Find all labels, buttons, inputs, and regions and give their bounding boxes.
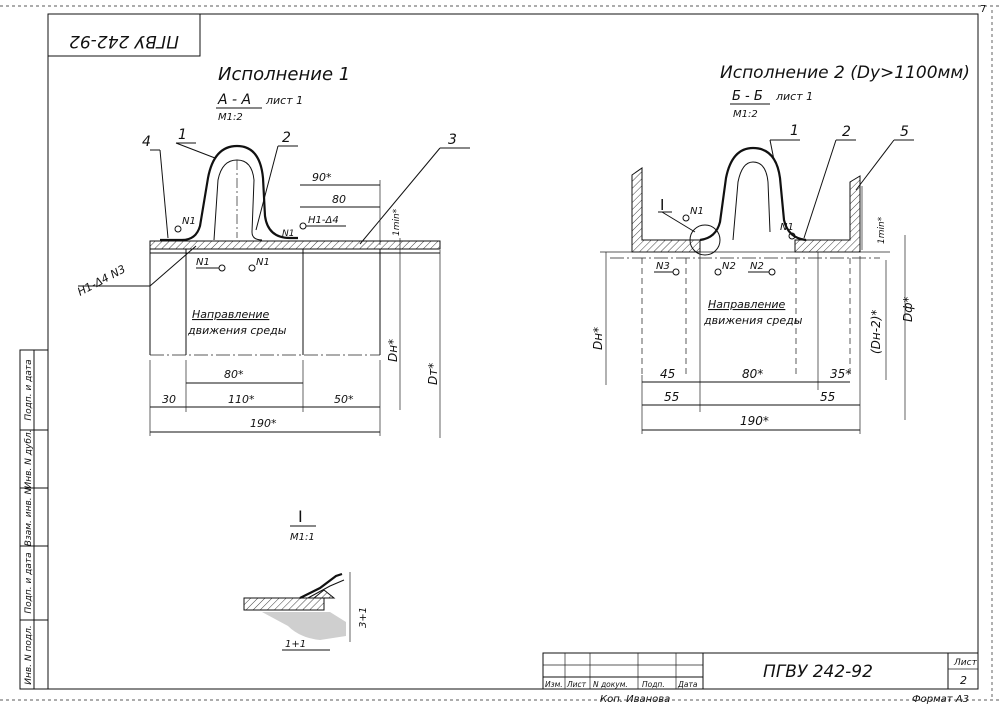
v1-weld-n1-d4: Н1-Δ4 <box>308 215 339 226</box>
variant2-section-sheet: лист 1 <box>775 90 813 103</box>
v1-dim-1min: 1min* <box>392 208 402 236</box>
rotated-code-text: ПГВУ 242-92 <box>69 31 179 51</box>
variant2-view: Исполнение 2 (Dу>1100мм) Б - Б лист 1 М1… <box>591 63 970 434</box>
v1-dim-90: 90* <box>312 171 332 184</box>
v2-weld-n1-b: N1 <box>780 222 794 233</box>
v1-callout-3: 3 <box>448 132 457 148</box>
v1-weld-n3: Н1-Δ4 N3 <box>75 263 127 299</box>
v2-detail-circle <box>689 224 721 256</box>
v2-callout-2: 2 <box>842 124 851 140</box>
title-col-doc: N докум. <box>593 680 628 689</box>
v2-dim-35: 35* <box>830 367 851 381</box>
title-col-izm: Изм. <box>545 680 563 689</box>
v2-flow-line1: Направление <box>708 298 786 311</box>
v2-dim-190: 190* <box>740 414 769 428</box>
rotated-code-stamp: ПГВУ 242-92 <box>47 13 201 57</box>
v1-weld-n1-b: N1 <box>282 229 294 239</box>
page-number: 7 <box>980 4 986 15</box>
title-col-sign: Подп. <box>642 680 665 689</box>
side-stamp: Подп. и дата Инв. N дубл. Взам. инв. N П… <box>19 349 49 690</box>
v2-dim-45: 45 <box>660 367 675 381</box>
side-stamp-2: Взам. инв. N <box>24 487 34 546</box>
v2-dim-80s: 80* <box>742 367 763 381</box>
v1-dim-30: 30 <box>162 393 176 406</box>
v2-dim-1min: 1min* <box>877 216 887 244</box>
v2-weld-n2-a: N2 <box>722 261 736 272</box>
side-stamp-3: Подп. и дата <box>24 552 34 613</box>
v1-dim-80: 80 <box>332 193 346 206</box>
v1-weld-n1-a: N1 <box>182 216 196 227</box>
v2-callout-detail: I <box>660 196 664 214</box>
v1-dim-50: 50* <box>334 393 354 406</box>
v1-callout-2: 2 <box>282 130 291 146</box>
v2-dim-df: Dф* <box>901 297 915 323</box>
variant1-section-sheet: лист 1 <box>265 94 303 107</box>
sheet-label: Лист <box>953 658 978 668</box>
variant2-section: Б - Б <box>732 89 763 104</box>
variant2-scale: М1:2 <box>733 109 758 120</box>
title-block: Изм. Лист N докум. Подп. Дата ПГВУ 242-9… <box>542 652 979 690</box>
detail-view: I М1:1 3+1 1+1 <box>243 507 369 651</box>
sheet-number: 2 <box>960 674 967 687</box>
v2-flow-line2: движения среды <box>703 314 803 327</box>
variant1-lens <box>160 144 298 242</box>
detail-wall <box>243 597 325 611</box>
v2-dim-dn2: (Dн-2)* <box>869 310 883 354</box>
variant1-section: А - А <box>217 92 251 108</box>
v1-weld-n1-c: N1 <box>196 257 210 268</box>
side-stamp-4: Инв. N подл. <box>24 625 34 684</box>
v2-callout-1: 1 <box>790 123 799 139</box>
v2-dim-dn: Dн* <box>591 327 605 350</box>
v2-callout-5: 5 <box>900 124 909 140</box>
title-col-date: Дата <box>677 680 698 689</box>
side-stamp-0: Подп. и дата <box>24 359 34 420</box>
designation: ПГВУ 242-92 <box>763 662 873 682</box>
v2-dim-55a: 55 <box>664 390 679 404</box>
v1-flow-line2: движения среды <box>187 324 287 337</box>
detail-gray-zone <box>262 612 346 640</box>
copied-by: Коп. Иванова <box>600 694 670 705</box>
v1-dim-dn: Dн* <box>386 339 400 362</box>
v1-weld-n1-d: N1 <box>256 257 270 268</box>
variant1-pipe-wall <box>149 240 441 250</box>
side-stamp-1: Инв. N дубл. <box>24 430 34 489</box>
v2-weld-n2-b: N2 <box>750 261 764 272</box>
v1-dim-dt: Dт* <box>426 363 440 385</box>
v2-weld-n1-a: N1 <box>690 206 704 217</box>
v1-dim-80s: 80* <box>224 368 244 381</box>
detail-dim-3: 3+1 <box>358 607 369 628</box>
variant2-title: Исполнение 2 (Dу>1100мм) <box>720 63 970 83</box>
variant1-view: Исполнение 1 А - А лист 1 М1:2 4 1 2 3 N… <box>75 64 470 438</box>
v2-dim-55b: 55 <box>820 390 835 404</box>
detail-label: I <box>298 507 303 526</box>
title-col-list: Лист <box>566 680 587 689</box>
format-label: Формат А3 <box>912 694 969 705</box>
variant1-scale: М1:2 <box>218 112 243 123</box>
detail-dim-1: 1+1 <box>285 639 306 650</box>
detail-scale: М1:1 <box>290 532 315 543</box>
variant2-lens <box>699 146 807 242</box>
v1-callout-4: 4 <box>142 134 151 150</box>
variant1-title: Исполнение 1 <box>218 64 350 85</box>
v2-weld-n3: N3 <box>656 261 670 272</box>
v1-dim-110: 110* <box>228 393 255 406</box>
v1-callout-1: 1 <box>178 127 187 143</box>
v1-dim-190: 190* <box>250 417 277 430</box>
v1-flow-line1: Направление <box>192 308 270 321</box>
